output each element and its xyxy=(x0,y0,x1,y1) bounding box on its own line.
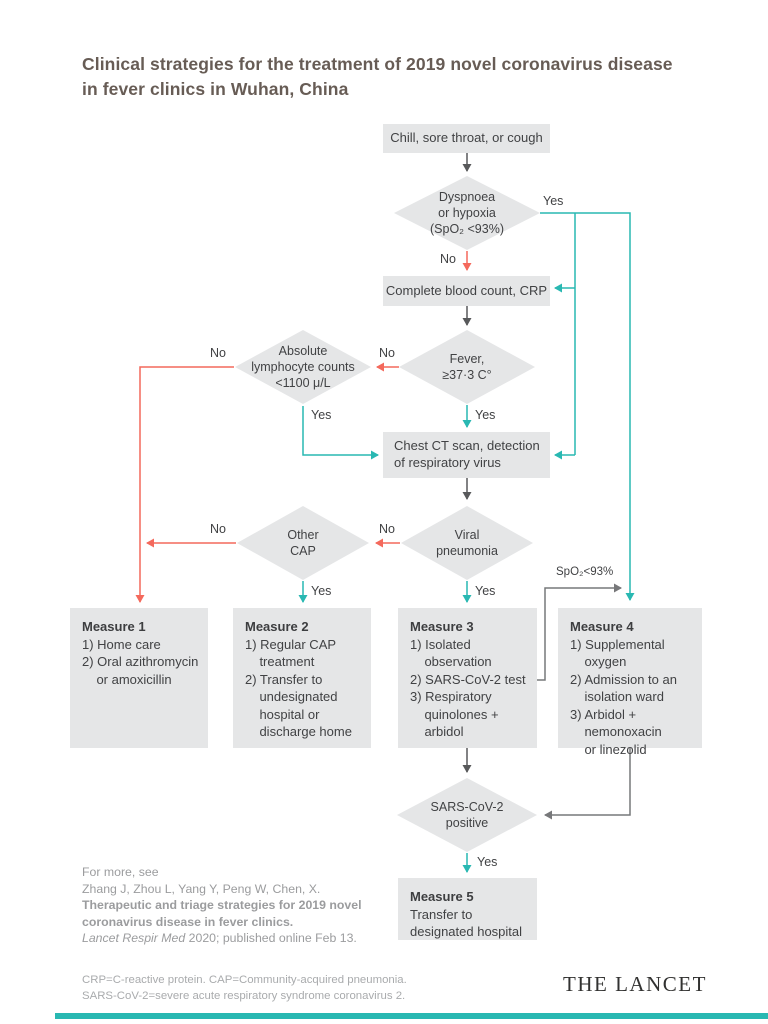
measure-3-title: Measure 3 xyxy=(410,619,474,634)
for-more-block: For more, see Zhang J, Zhou L, Yang Y, P… xyxy=(82,864,362,947)
connector-dyspnoea-yes-to-measure4 xyxy=(540,212,635,601)
measure-5-title: Measure 5 xyxy=(410,889,474,904)
diamond-dyspnoea xyxy=(394,176,540,250)
for-more-line1: For more, see xyxy=(82,865,159,879)
label-yes-othercap: Yes xyxy=(311,584,332,598)
label-no-fever: No xyxy=(379,346,395,360)
reference-rest: 2020; published online Feb 13. xyxy=(185,931,357,946)
for-more-authors: Zhang J, Zhou L, Yang Y, Peng W, Chen, X… xyxy=(82,881,321,896)
lancet-logo: THE LANCET xyxy=(563,972,707,996)
measure-2-body: 1) Regular CAP treatment 2) Transfer to … xyxy=(245,636,352,740)
diamond-sars-positive xyxy=(397,778,537,852)
node-chest-ct-scan: Chest CT scan, detection of respiratory … xyxy=(383,432,550,478)
label-no-dyspnoea: No xyxy=(440,252,456,266)
label-yes-sars: Yes xyxy=(477,855,498,869)
label-yes-viral: Yes xyxy=(475,584,496,598)
journal-name: Lancet Respir Med xyxy=(82,931,186,946)
node-measure-4: Measure 4 1) Supplemental oxygen 2) Admi… xyxy=(558,608,702,757)
diamond-label-fever: Fever, ≥37·3 C° xyxy=(442,351,492,382)
diamond-label-sars-positive: SARS-CoV-2 positive xyxy=(430,799,504,830)
label-spo2-condition: SpO₂<93% xyxy=(556,566,614,578)
measure-4-title: Measure 4 xyxy=(570,619,634,634)
page-title: Clinical strategies for the treatment of… xyxy=(82,54,673,99)
node-measure-1: Measure 1 1) Home care 2) Oral azithromy… xyxy=(70,608,208,748)
diamond-label-dyspnoea: Dyspnoea or hypoxia (SpO₂ <93%) xyxy=(430,189,504,237)
measure-1-body: 1) Home care 2) Oral azithromycin or amo… xyxy=(82,636,199,687)
measure-1-title: Measure 1 xyxy=(82,619,146,634)
node-measure-2: Measure 2 1) Regular CAP treatment 2) Tr… xyxy=(233,608,371,748)
connector-measure3-spo2-to-measure4 xyxy=(537,583,622,681)
label-no-othercap: No xyxy=(210,522,226,536)
connector-lymphocytes-yes-to-chestct xyxy=(302,406,379,460)
diamond-label-lymphocytes: Absolute lymphocyte counts <1100 μ/L xyxy=(251,343,355,391)
for-more-article-title: Therapeutic and triage strategies for 20… xyxy=(82,898,362,929)
label-yes-lymphocytes: Yes xyxy=(311,408,332,422)
measure-3-body: 1) Isolated observation 2) SARS-CoV-2 te… xyxy=(410,636,526,740)
diamond-label-viral-pneumonia: Viral pneumonia xyxy=(436,527,498,558)
measure-5-body: Transfer to designated hospital xyxy=(410,906,523,940)
measure-2-title: Measure 2 xyxy=(245,619,309,634)
label-no-lymphocytes: No xyxy=(210,346,226,360)
node-chill-sore-throat-cough: Chill, sore throat, or cough xyxy=(383,124,550,153)
diamond-viral-pneumonia xyxy=(401,506,533,580)
diamond-fever xyxy=(399,330,535,404)
connector-lymphocytes-no-to-measure1 xyxy=(135,366,234,603)
for-more-reference: Lancet Respir Med 2020; published online… xyxy=(82,930,362,947)
node-measure-5: Measure 5 Transfer to designated hospita… xyxy=(398,878,537,940)
label-no-viral: No xyxy=(379,522,395,536)
node-measure-3: Measure 3 1) Isolated observation 2) SAR… xyxy=(398,608,537,748)
abbreviations-footnote: CRP=C-reactive protein. CAP=Community-ac… xyxy=(82,974,407,1002)
label-yes-fever: Yes xyxy=(475,408,496,422)
label-yes-dyspnoea: Yes xyxy=(543,194,564,208)
diamond-other-cap xyxy=(237,506,369,580)
measure-4-body: 1) Supplemental oxygen 2) Admission to a… xyxy=(570,636,677,757)
bottom-teal-rule xyxy=(55,1013,768,1019)
diamond-lymphocytes xyxy=(235,330,371,404)
diamond-label-other-cap: Other CAP xyxy=(287,527,319,558)
node-complete-blood-count-crp: Complete blood count, CRP xyxy=(383,276,550,306)
connector-measure4-to-sars xyxy=(544,748,631,820)
